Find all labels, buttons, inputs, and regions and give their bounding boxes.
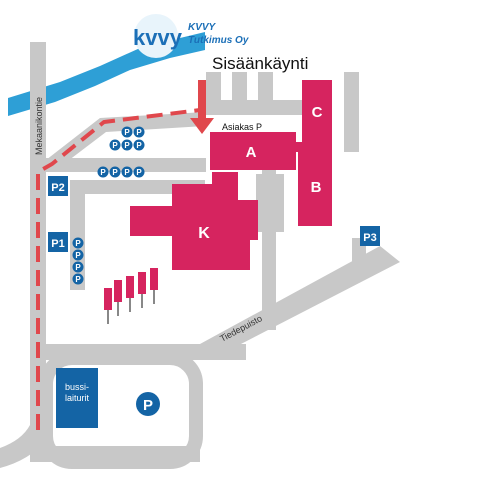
road-label-mekaanikontie: Mekaanikontie [34, 97, 44, 155]
access-route [36, 108, 201, 430]
svg-text:P: P [75, 263, 81, 272]
parking-icon: P [133, 126, 145, 138]
parking-sign-p3: P3 [360, 226, 380, 246]
svg-text:P: P [124, 168, 130, 177]
parking-icon: P [72, 237, 84, 249]
flag-icon [150, 268, 158, 304]
road-parking-lane [70, 180, 85, 290]
bus-stop: bussi- laiturit [56, 368, 98, 428]
flag-icon [138, 272, 146, 308]
svg-text:P: P [136, 168, 142, 177]
svg-text:P1: P1 [51, 238, 64, 250]
buildings [130, 80, 332, 270]
road-bottom-curve [0, 420, 46, 468]
logo-line1: KVVY [188, 22, 217, 33]
road-central-block [256, 174, 284, 232]
entrance-label: Sisäänkäynti [212, 54, 308, 73]
building-a-label: A [246, 144, 257, 161]
parking-icon: P [121, 166, 133, 178]
svg-text:P: P [136, 128, 142, 137]
parking-icon: P [72, 261, 84, 273]
customer-parking-label: Asiakas P [222, 122, 262, 132]
svg-text:P: P [100, 168, 106, 177]
flag-icon [114, 280, 122, 316]
svg-text:P: P [112, 168, 118, 177]
parking-sign-p2: P2 [48, 176, 68, 196]
kvvy-logo: kvvy KVVY Tutkimus Oy [133, 14, 249, 58]
bus-stop-line2: laiturit [65, 393, 90, 403]
parking-icon: P [121, 139, 133, 151]
parking-icon: P [109, 166, 121, 178]
building-c-label: C [312, 104, 323, 121]
road-top-connector [206, 100, 306, 115]
svg-text:P: P [136, 141, 142, 150]
flag-icon [104, 288, 112, 324]
building-c [302, 80, 332, 160]
svg-text:P: P [75, 275, 81, 284]
logo-line2: Tutkimus Oy [188, 35, 249, 46]
flags [104, 268, 158, 324]
svg-text:P: P [143, 397, 153, 414]
svg-text:P3: P3 [363, 232, 376, 244]
parking-icon: P [109, 139, 121, 151]
logo-brand: kvvy [133, 25, 183, 50]
parking-icon: P [121, 126, 133, 138]
main-parking-icon: P [136, 392, 160, 416]
building-k-label: K [198, 225, 210, 242]
parking-sign-p1: P1 [48, 232, 68, 252]
building-b-label: B [311, 179, 322, 196]
road-stub-right [344, 72, 359, 152]
parking-icon: P [72, 249, 84, 261]
building-k [130, 172, 258, 270]
entrance-arrow-icon [190, 80, 214, 134]
parking-icon: P [72, 273, 84, 285]
building-a [210, 132, 330, 170]
parking-icon: P [97, 166, 109, 178]
svg-text:P: P [75, 251, 81, 260]
building-b [298, 148, 332, 226]
svg-text:P: P [112, 141, 118, 150]
bus-stop-line1: bussi- [65, 382, 89, 392]
road-upper [46, 158, 206, 172]
parking-icon: P [133, 166, 145, 178]
road-bottom [30, 446, 200, 462]
svg-text:P: P [124, 141, 130, 150]
svg-text:P: P [75, 239, 81, 248]
svg-text:P2: P2 [51, 182, 64, 194]
road-diagonal-upper [46, 112, 205, 170]
parking-icon: P [133, 139, 145, 151]
svg-text:P: P [124, 128, 130, 137]
flag-icon [126, 276, 134, 312]
logo-swirl-icon [134, 14, 178, 58]
